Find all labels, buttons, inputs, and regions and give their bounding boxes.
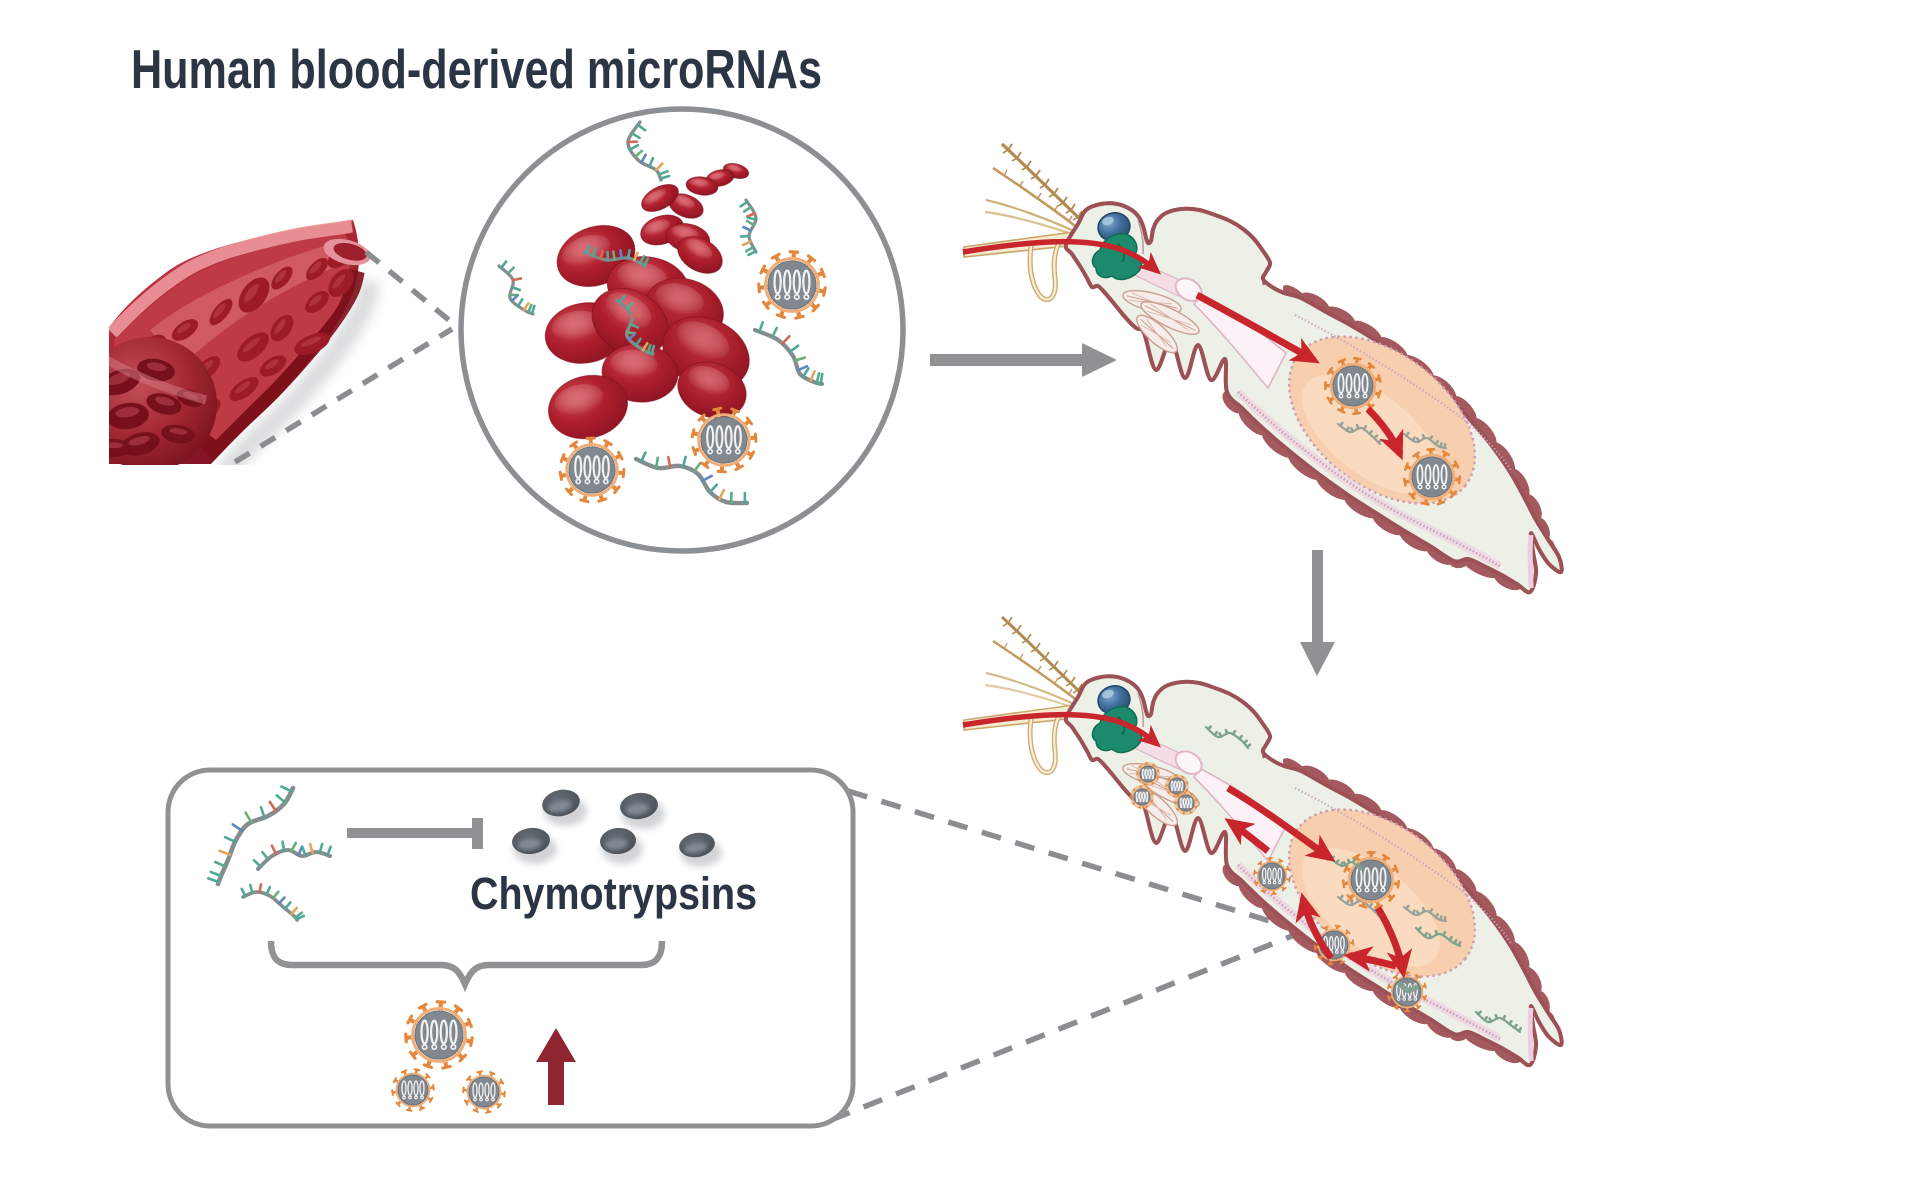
svg-text:Chymotrypsins: Chymotrypsins: [470, 868, 757, 919]
svg-text:Human blood-derived microRNAs: Human blood-derived microRNAs: [131, 38, 822, 100]
